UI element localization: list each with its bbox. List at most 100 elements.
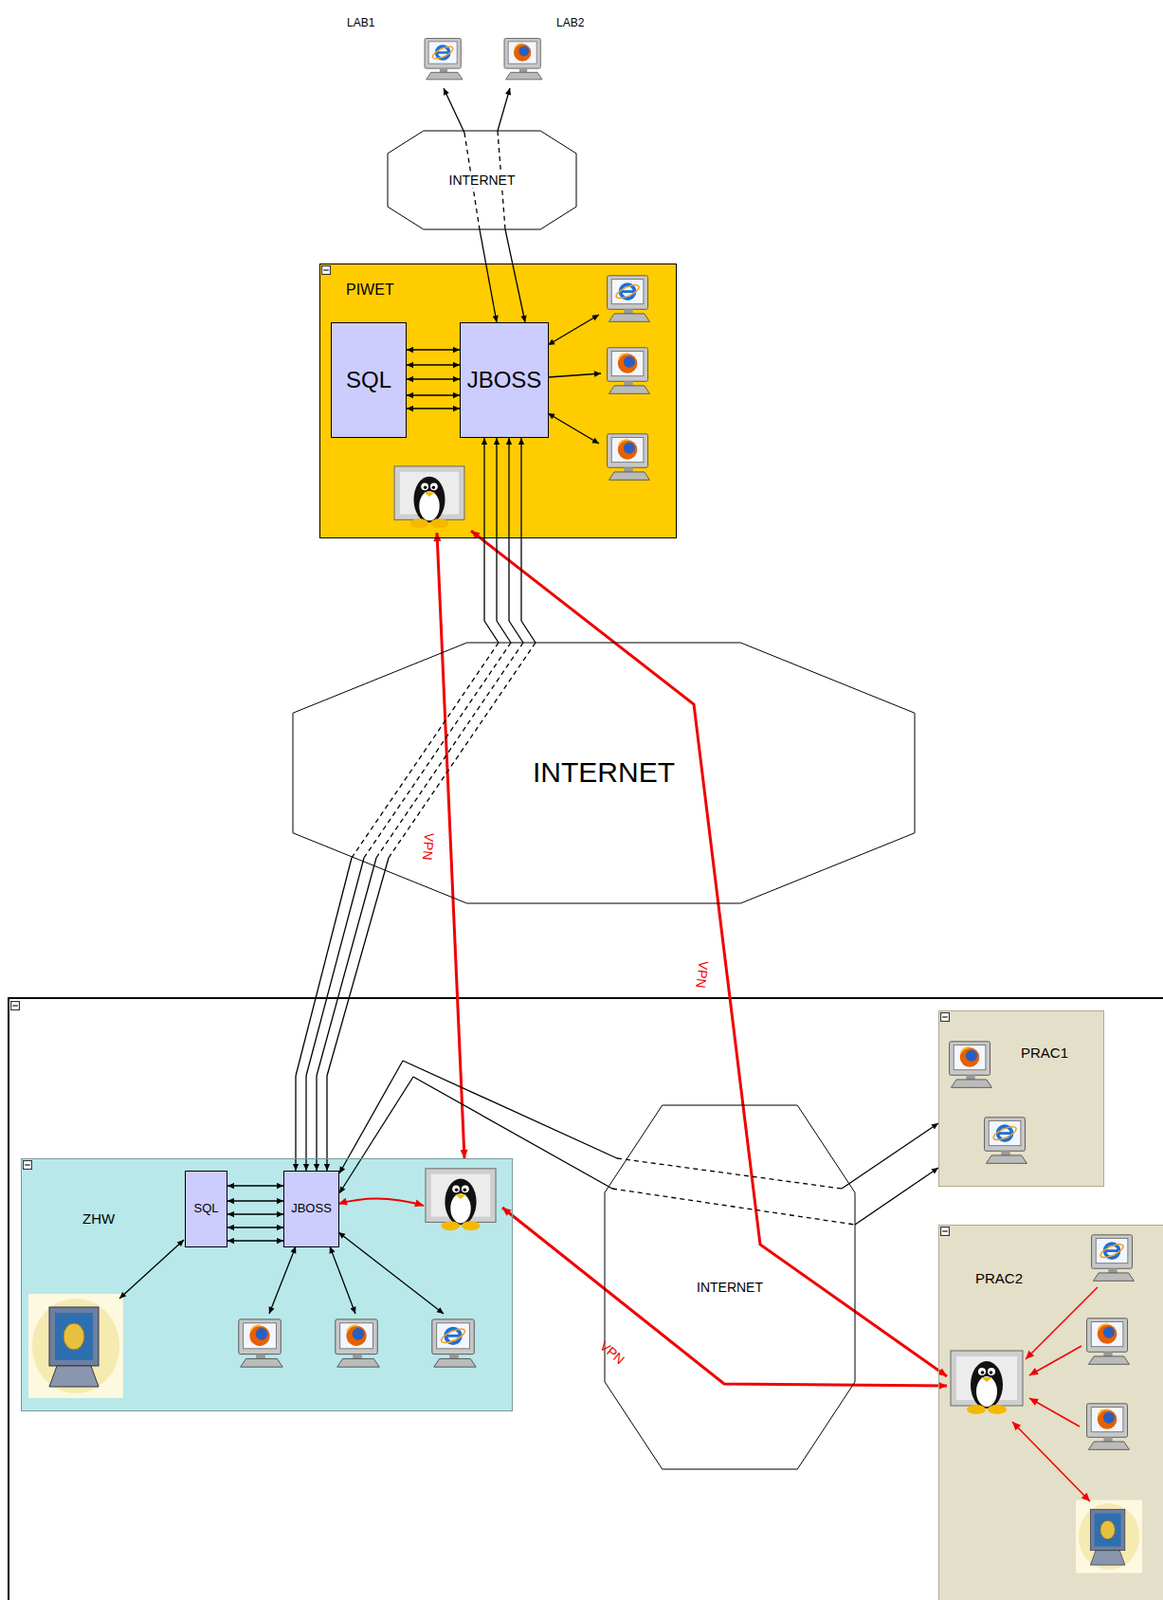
node-label: JBOSS	[290, 1201, 332, 1217]
connector-segment	[402, 1060, 618, 1159]
computer-icon	[607, 434, 651, 481]
database-console-icon	[1075, 1500, 1143, 1574]
client-arrows	[547, 314, 601, 444]
computer-icon	[1091, 1235, 1135, 1282]
connector-segment	[505, 229, 526, 323]
internet-cloud: INTERNET	[292, 642, 915, 904]
connector-segment	[305, 1075, 307, 1171]
node-label: PRAC2	[975, 1270, 1023, 1287]
connector	[339, 1076, 939, 1225]
database-console-icon	[28, 1293, 124, 1399]
connector-segment	[227, 1213, 284, 1215]
connector-segment	[479, 229, 497, 323]
node-label: LAB2	[556, 17, 584, 31]
connector-segment	[406, 407, 460, 409]
site-box: PIWET SQL JBOSS	[319, 263, 677, 539]
node-label: LAB1	[346, 17, 375, 31]
connector-segment	[406, 348, 460, 350]
connector	[295, 437, 499, 1171]
computer-node: LAB1	[346, 13, 468, 89]
connector-segment	[508, 620, 524, 643]
collapse-glyph	[11, 1001, 20, 1011]
connector-segment	[351, 642, 499, 858]
box-fill	[938, 1224, 1163, 1600]
node-label: SQL	[345, 366, 392, 394]
connector-segment	[294, 1075, 296, 1171]
node-label: PIWET	[345, 281, 395, 299]
computer-icon	[949, 1041, 993, 1089]
octagon-shape	[604, 1105, 855, 1470]
cloud-label: INTERNET	[693, 1279, 766, 1295]
connector	[443, 88, 497, 323]
server-box: SQL	[330, 322, 407, 438]
computer-icon	[607, 275, 651, 323]
box-fill	[938, 1010, 1105, 1187]
connector	[406, 408, 460, 410]
connector-segment	[612, 1188, 855, 1225]
connector-segment	[306, 857, 364, 1076]
connector-segment	[495, 437, 497, 621]
connector	[227, 1185, 284, 1187]
connector	[406, 349, 460, 351]
connector-segment	[484, 620, 499, 643]
connector-segment	[406, 394, 460, 396]
vpn-label: VPN	[597, 1338, 628, 1368]
computer-icon	[432, 1319, 476, 1367]
connector	[227, 1227, 284, 1229]
connector-segment	[326, 1075, 328, 1171]
connector-segment	[376, 642, 524, 858]
connector-segment	[295, 857, 352, 1076]
box-fill	[330, 322, 407, 438]
connector-segment	[508, 437, 509, 621]
connector	[327, 437, 536, 1171]
computer-icon	[424, 38, 463, 80]
connector	[497, 88, 526, 323]
box-fill	[283, 1170, 340, 1248]
linux-icon	[950, 1350, 1023, 1415]
computer-icon	[335, 1319, 380, 1367]
connector	[339, 1060, 939, 1189]
connector-segment	[339, 1076, 414, 1194]
connector-segment	[521, 620, 536, 643]
connector-segment	[406, 363, 460, 365]
label-anchor: VPN	[689, 965, 717, 983]
linux-icon	[425, 1168, 496, 1231]
computer-icon	[238, 1319, 283, 1367]
computer-icon	[1087, 1318, 1130, 1365]
vpn-label: VPN	[692, 960, 711, 990]
connector-segment	[854, 1167, 939, 1225]
client-arrows	[119, 1232, 444, 1314]
collapse-glyph	[941, 1227, 950, 1236]
vpn-tunnels	[436, 530, 947, 1386]
connector-segment	[316, 857, 377, 1076]
node-label: ZHW	[82, 1210, 115, 1227]
connector-segment	[327, 857, 389, 1076]
box-fill	[319, 263, 677, 539]
computer-node: LAB2	[499, 13, 593, 89]
connector	[306, 437, 511, 1171]
cloud-label: INTERNET	[446, 172, 519, 188]
server-box: SQL	[184, 1170, 228, 1248]
connector	[227, 1214, 284, 1216]
linux-icon	[394, 466, 465, 528]
collapse-glyph	[23, 1161, 33, 1170]
vpn-client-arrows	[1012, 1287, 1098, 1502]
connector-segment	[339, 1060, 403, 1174]
connector	[227, 1200, 284, 1202]
computer-icon	[607, 347, 651, 395]
label-anchor: VPN	[599, 1344, 627, 1362]
collapse-glyph	[322, 266, 331, 275]
computer-icon	[984, 1117, 1028, 1164]
vpn-link	[338, 1198, 424, 1206]
connector-segment	[841, 1123, 939, 1189]
node-label: JBOSS	[467, 366, 543, 394]
connector-segment	[315, 1075, 317, 1171]
connector-segment	[388, 642, 536, 858]
connector-segment	[496, 620, 511, 643]
connector	[227, 1240, 284, 1242]
connector	[406, 364, 460, 366]
connector-segment	[406, 378, 460, 380]
